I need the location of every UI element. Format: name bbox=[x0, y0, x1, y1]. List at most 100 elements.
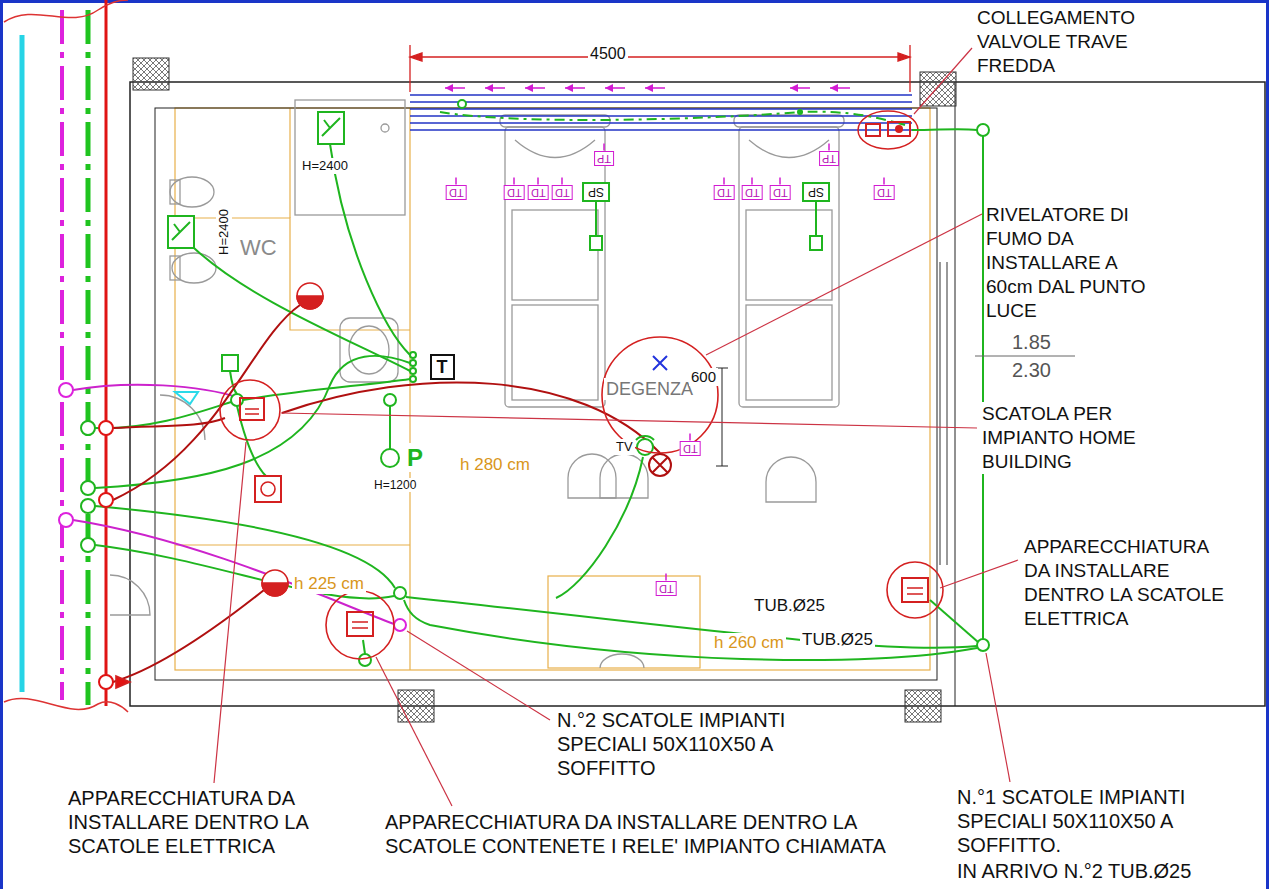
wiring-magenta bbox=[73, 385, 394, 624]
plug-box: SP bbox=[802, 182, 830, 202]
furniture bbox=[512, 210, 598, 300]
dimension-600 bbox=[722, 368, 723, 466]
junction-circle bbox=[977, 639, 989, 651]
riser-lines bbox=[20, 35, 25, 692]
leader-line bbox=[706, 214, 982, 355]
dimension-line bbox=[410, 45, 910, 92]
wiring-green bbox=[95, 545, 394, 598]
furniture bbox=[766, 457, 816, 502]
junction-circle bbox=[59, 100, 989, 689]
wiring-red bbox=[113, 305, 660, 682]
junction-circle bbox=[59, 383, 73, 397]
conduit-size: TUB.Ø25 bbox=[752, 596, 827, 616]
wall-outline bbox=[955, 82, 956, 706]
zone-lines bbox=[289, 108, 290, 218]
valve-symbol bbox=[858, 111, 918, 149]
red-device bbox=[220, 380, 280, 440]
junction-circle bbox=[410, 360, 416, 366]
socket-stem bbox=[455, 178, 457, 185]
red-device bbox=[261, 482, 275, 496]
plug-box: SP bbox=[582, 182, 610, 202]
height-mark: h 225 cm bbox=[292, 574, 366, 594]
red-device bbox=[255, 476, 281, 502]
smoke-detector bbox=[653, 356, 667, 370]
wiring-green bbox=[363, 640, 365, 654]
socket-stem bbox=[723, 178, 725, 185]
dimension-line bbox=[410, 56, 910, 57]
socket-stem bbox=[513, 178, 515, 185]
junction-circle bbox=[458, 100, 466, 108]
symbol-code: TP bbox=[597, 153, 611, 164]
green-device bbox=[810, 236, 822, 250]
socket-stem bbox=[883, 178, 885, 185]
window bbox=[939, 262, 941, 565]
chilled-beam bbox=[410, 115, 912, 116]
red-device bbox=[907, 588, 923, 594]
junction-circle bbox=[384, 394, 396, 406]
red-device bbox=[116, 676, 130, 688]
section-marker bbox=[175, 356, 1075, 404]
pillar bbox=[398, 690, 434, 722]
height-mark: h 260 cm bbox=[712, 633, 786, 653]
furniture bbox=[110, 575, 150, 615]
furniture bbox=[749, 140, 829, 158]
furniture bbox=[295, 100, 405, 215]
red-device bbox=[326, 591, 394, 659]
junction-circle bbox=[99, 493, 113, 507]
chilled-beam bbox=[410, 94, 912, 95]
valve-symbol bbox=[896, 126, 902, 132]
zone-lines bbox=[175, 108, 930, 670]
wiring-green bbox=[330, 144, 410, 355]
junction-circle bbox=[410, 376, 416, 382]
leader-line bbox=[986, 653, 1010, 782]
callout-note: N.°2 SCATOLE IMPIANTI SPECIALI 50X110X50… bbox=[555, 708, 803, 780]
furniture bbox=[746, 305, 832, 400]
wiring-green bbox=[404, 600, 977, 660]
socket-symbol: TD bbox=[504, 185, 525, 200]
leader-line bbox=[214, 48, 1018, 806]
valve-symbol bbox=[888, 122, 910, 136]
plan-label: WC bbox=[238, 235, 279, 261]
dimension-line bbox=[909, 45, 910, 92]
section-marker bbox=[975, 356, 1075, 357]
socket-stem bbox=[665, 574, 667, 581]
green-device bbox=[172, 222, 190, 240]
zone-lines bbox=[175, 544, 410, 545]
callout-note: SCATOLA PER IMPIANTO HOME BUILDING bbox=[980, 402, 1160, 474]
height-mark: h 280 cm bbox=[458, 455, 532, 475]
junction-circle bbox=[359, 654, 371, 666]
junction-circle bbox=[99, 675, 113, 689]
furniture bbox=[746, 210, 832, 300]
red-device bbox=[116, 283, 943, 688]
callout-note: RIVELATORE DI FUMO DA INSTALLARE A 60cm … bbox=[984, 203, 1164, 323]
green-device bbox=[590, 236, 602, 250]
callout-note: APPARECCHIATURA DA INSTALLARE DENTRO LA … bbox=[383, 810, 909, 858]
leader-line bbox=[407, 631, 550, 720]
socket-symbol: TD bbox=[680, 441, 701, 456]
conduit-size: TUB.Ø25 bbox=[800, 630, 875, 650]
chilled-beam bbox=[410, 95, 912, 130]
furniture bbox=[568, 454, 616, 498]
room-name: DEGENZA bbox=[604, 378, 695, 400]
level-mark: 2.30 bbox=[1010, 358, 1053, 382]
zone-lines bbox=[409, 108, 410, 670]
callout-note: COLLEGAMENTO VALVOLE TRAVE FREDDA bbox=[975, 6, 1147, 78]
window bbox=[940, 262, 947, 565]
symbol-code: TD bbox=[745, 187, 760, 198]
symbol-code: SP bbox=[808, 186, 824, 198]
leader-line bbox=[914, 48, 972, 114]
junction-circle bbox=[231, 394, 243, 406]
symbol-code: TD bbox=[773, 187, 788, 198]
red-device bbox=[262, 570, 288, 596]
socket-stem bbox=[561, 178, 563, 185]
green-device bbox=[636, 436, 654, 440]
valve-wiring bbox=[797, 109, 803, 115]
red-device bbox=[902, 578, 928, 602]
green-device bbox=[381, 449, 399, 467]
socket-stem bbox=[828, 144, 830, 151]
green-device bbox=[322, 118, 340, 136]
red-device bbox=[297, 283, 323, 309]
junction-circle bbox=[81, 421, 95, 435]
dimension-line bbox=[409, 45, 410, 92]
